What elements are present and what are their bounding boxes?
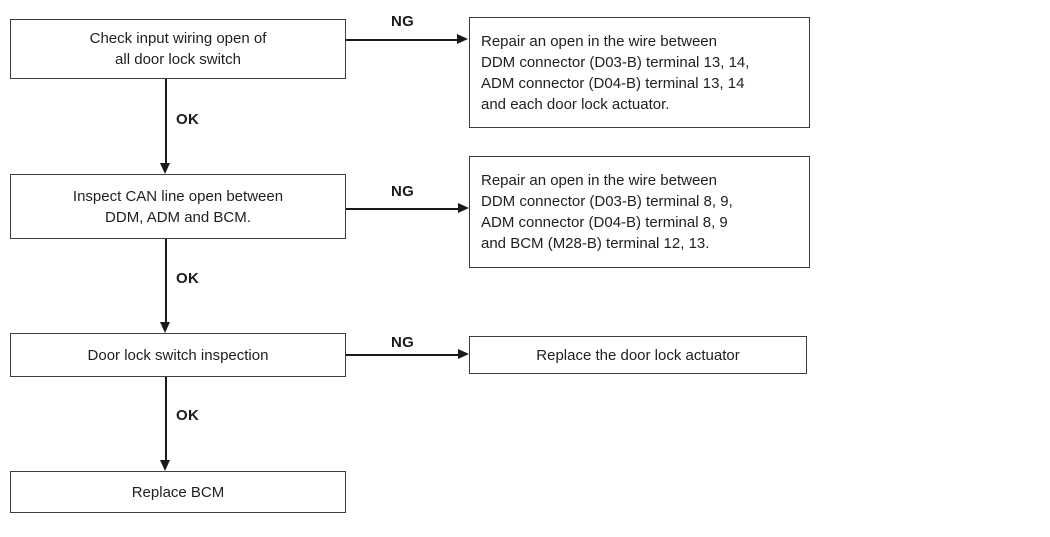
result-replace-door-lock-actuator: Replace the door lock actuator: [469, 336, 807, 374]
label-ng-2: NG: [391, 183, 415, 200]
connector-ok-line-2: [165, 239, 167, 322]
arrow-down-icon: [160, 322, 170, 333]
connector-ng-line-2: [346, 208, 458, 210]
arrow-right-icon: [457, 34, 468, 44]
step-replace-bcm: Replace BCM: [10, 471, 346, 513]
label-ok-3: OK: [176, 407, 200, 424]
step-check-input-wiring: Check input wiring open of all door lock…: [10, 19, 346, 79]
arrow-right-icon: [458, 203, 469, 213]
result-repair-open-wire-actuator: Repair an open in the wire between DDM c…: [469, 17, 810, 128]
step-door-lock-switch-inspection: Door lock switch inspection: [10, 333, 346, 377]
connector-ok-line-1: [165, 79, 167, 163]
label-ok-2: OK: [176, 270, 200, 287]
label-ng-3: NG: [391, 334, 415, 351]
arrow-right-icon: [458, 349, 469, 359]
connector-ok-line-3: [165, 377, 167, 460]
arrow-down-icon: [160, 460, 170, 471]
connector-ng-line-3: [346, 354, 458, 356]
connector-ng-line-1: [346, 39, 457, 41]
label-ok-1: OK: [176, 111, 200, 128]
step-inspect-can-line: Inspect CAN line open between DDM, ADM a…: [10, 174, 346, 239]
arrow-down-icon: [160, 163, 170, 174]
label-ng-1: NG: [391, 13, 415, 30]
result-repair-open-wire-bcm: Repair an open in the wire between DDM c…: [469, 156, 810, 268]
